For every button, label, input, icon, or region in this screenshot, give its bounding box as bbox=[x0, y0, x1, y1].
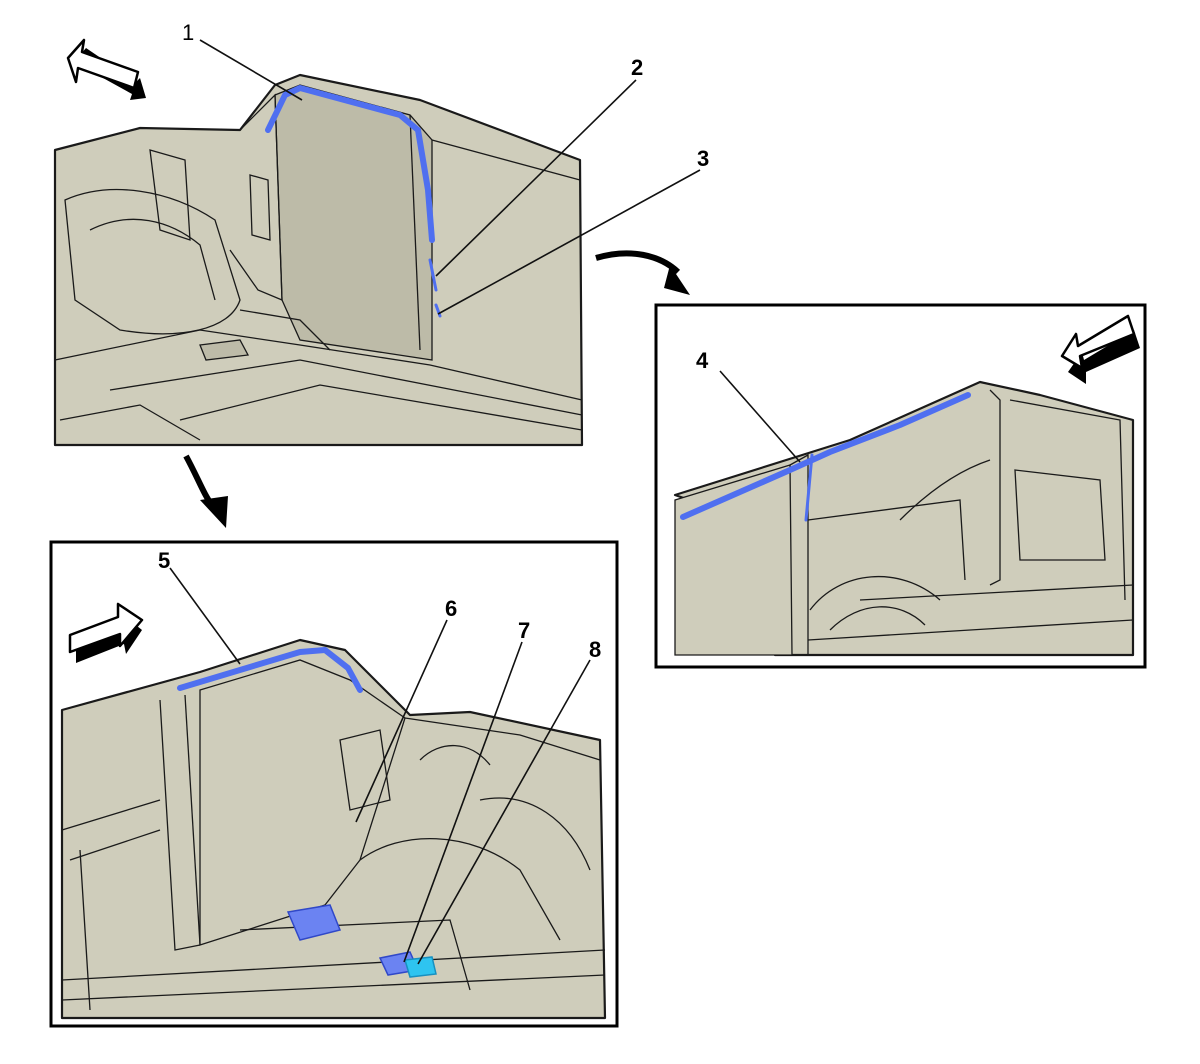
module-8-highlight bbox=[404, 956, 437, 978]
view-bottom-left bbox=[49, 540, 619, 1028]
callout-6: 6 bbox=[445, 596, 457, 621]
front-direction-arrow-top-left bbox=[66, 38, 146, 100]
arrow-to-right-view bbox=[595, 250, 681, 275]
view-top-left bbox=[53, 38, 584, 447]
roof-rail-airbag-highlight-bottom bbox=[177, 647, 363, 693]
rear-cab-wall bbox=[274, 84, 433, 361]
callout-2: 2 bbox=[631, 55, 643, 80]
leader-lines bbox=[169, 39, 801, 965]
roof-rail-airbag-highlight bbox=[265, 85, 435, 243]
callout-1: 1 bbox=[182, 20, 194, 45]
view-right bbox=[654, 303, 1147, 669]
callout-labels: 1 2 3 4 5 6 7 8 bbox=[158, 20, 709, 662]
front-direction-arrow-right bbox=[1060, 314, 1140, 384]
right-view-frame bbox=[654, 303, 1147, 669]
rear-cab-wall-bottom bbox=[199, 659, 406, 946]
roof-rail-airbag-highlight-right bbox=[680, 392, 971, 520]
view-transition-arrows bbox=[183, 250, 690, 528]
module-6-highlight bbox=[286, 904, 342, 941]
front-direction-arrow-bottom bbox=[68, 602, 144, 663]
callout-4: 4 bbox=[696, 348, 709, 373]
arrow-to-bottom-view bbox=[183, 454, 215, 507]
side-window-area bbox=[674, 464, 793, 656]
callout-8: 8 bbox=[589, 637, 601, 662]
callout-7: 7 bbox=[518, 618, 530, 643]
bottom-view-frame bbox=[49, 540, 619, 1028]
callout-3: 3 bbox=[697, 146, 709, 171]
callout-5: 5 bbox=[158, 548, 170, 573]
